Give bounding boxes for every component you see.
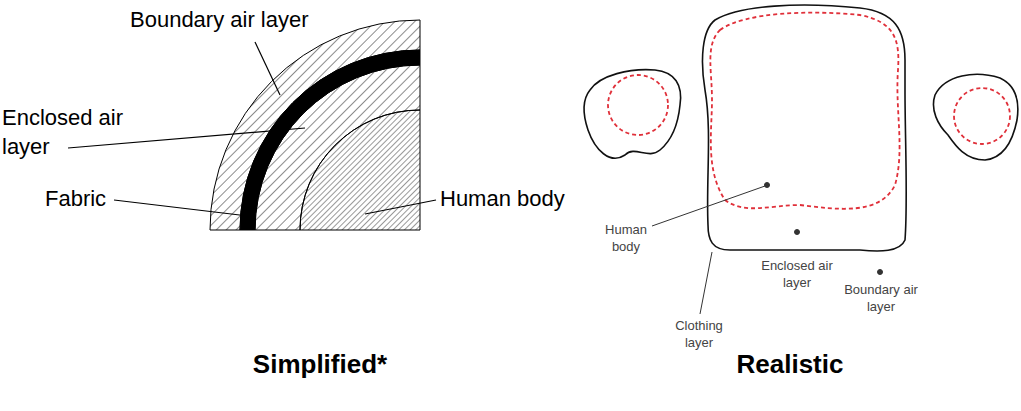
leader-line (652, 186, 765, 226)
layer-label: Human body (440, 185, 575, 214)
panel-caption: Simplified* (200, 348, 440, 382)
fabric-band (240, 50, 420, 230)
layer-label: Boundary air layer (842, 282, 920, 316)
layer-label: Enclosed air layer (2, 104, 157, 161)
panel-caption: Realistic (690, 348, 890, 382)
label-box: Fabric (45, 185, 125, 214)
layer-label: Enclosed air layer (758, 258, 836, 292)
layer-label: Fabric (45, 185, 125, 214)
leader-line (255, 42, 280, 95)
layer-label: Human body (598, 222, 654, 256)
layer-label: Boundary air layer (130, 6, 360, 35)
label-box: Clothing layer (666, 318, 732, 352)
torso-body-outline (710, 13, 899, 209)
right-arm-body-outline (954, 88, 1010, 144)
leader-line (700, 252, 712, 314)
label-box: Enclosed air layer (758, 258, 836, 292)
leader-line (365, 200, 436, 214)
label-box: Realistic (690, 348, 890, 382)
leader-dot (878, 270, 883, 275)
leader-dot (765, 183, 770, 188)
label-box: Boundary air layer (842, 282, 920, 316)
torso-clothing-outline (702, 5, 906, 251)
left-arm-clothing-outline (584, 70, 680, 159)
leader-line (114, 200, 248, 216)
label-box: Simplified* (200, 348, 440, 382)
simplified-leaders (68, 42, 436, 216)
label-box: Boundary air layer (130, 6, 360, 35)
label-box: Human body (440, 185, 575, 214)
label-box: Enclosed air layer (2, 104, 157, 161)
left-arm-body-outline (608, 75, 668, 135)
enclosed-air-band (255, 65, 420, 230)
layer-label: Clothing layer (666, 318, 732, 352)
leader-line (68, 128, 305, 148)
body-quadrant (300, 110, 420, 230)
leader-dot (795, 230, 800, 235)
right-arm-clothing-outline (933, 74, 1017, 160)
boundary-air-band (210, 20, 420, 230)
realistic-outlines (584, 5, 1018, 251)
label-box: Human body (598, 222, 654, 256)
simplified-layers (210, 20, 420, 230)
